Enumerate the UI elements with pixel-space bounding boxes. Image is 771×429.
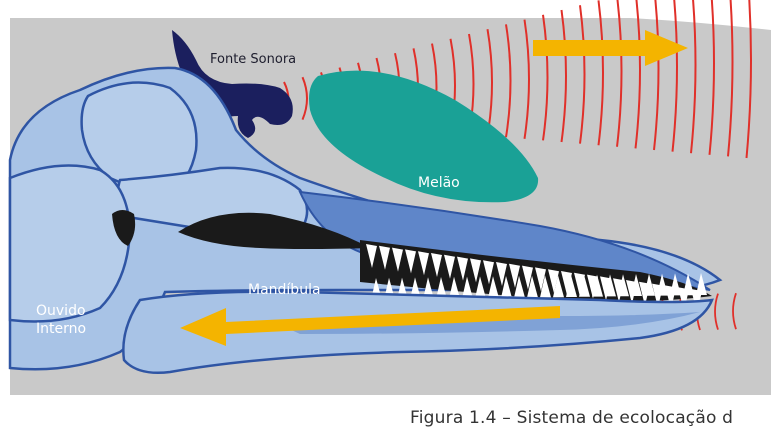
inner-ear-label: Ouvido (36, 303, 86, 319)
sound-source-label: Fonte Sonora (210, 52, 296, 67)
mandible-label: Mandíbula (248, 282, 321, 298)
melon-label: Melão (418, 175, 460, 191)
inner-ear-label: Interno (36, 321, 86, 337)
figure-caption: Figura 1.4 – Sistema de ecolocação d (410, 408, 733, 428)
